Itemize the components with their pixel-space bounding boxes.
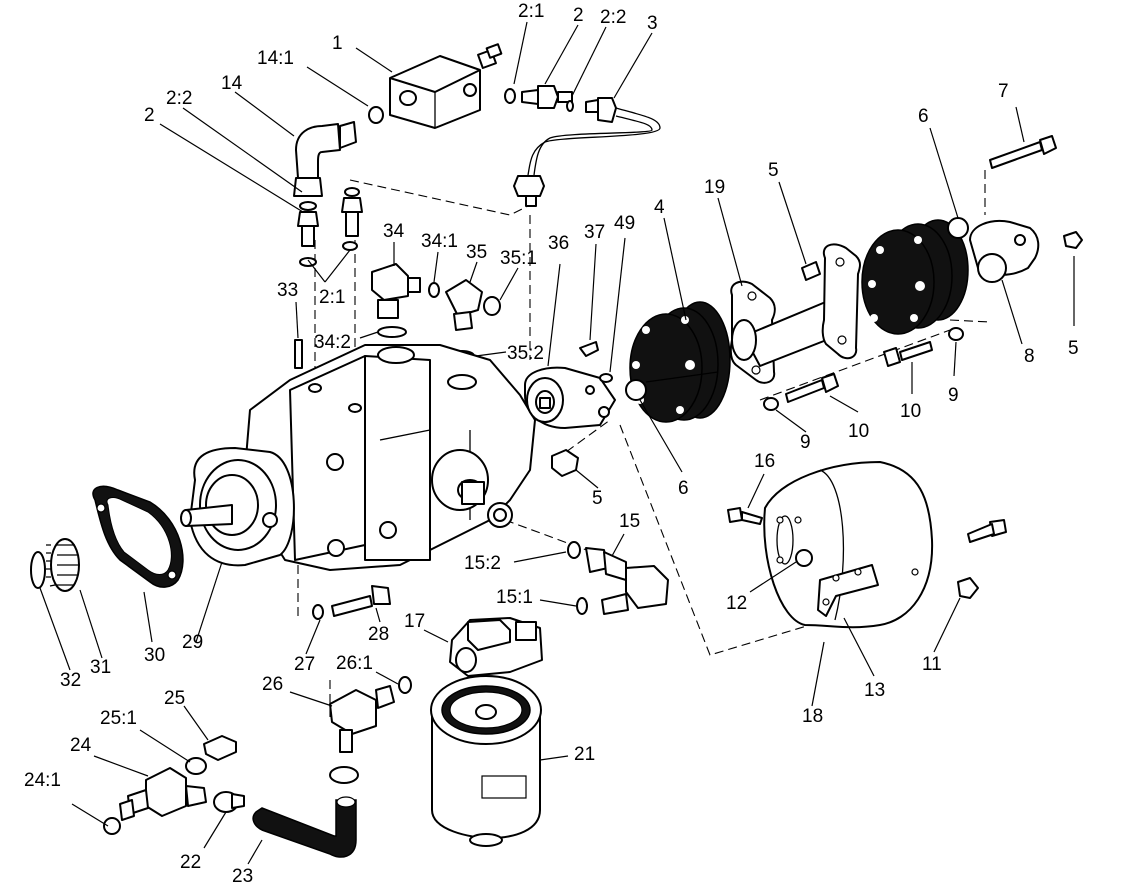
callout-6-top: 6 [918,106,929,127]
callout-1: 1 [332,33,343,54]
callout-24-1: 24:1 [24,770,61,791]
pump-body-29 [180,344,536,571]
callout-27: 27 [294,654,315,675]
bolt-7 [989,135,1057,169]
callout-22: 22 [180,852,201,873]
bolt-10-right [883,327,964,367]
valve-block-part-1 [368,43,503,129]
callout-24: 24 [70,735,92,756]
callout-5-mid: 5 [592,488,603,509]
callout-35-1: 35:1 [500,248,537,269]
callout-35: 35 [466,242,487,263]
callout-25-1: 25:1 [100,708,137,729]
callout-2-2-top: 2:2 [600,7,626,28]
callout-labels: 1 2:1 2 2:2 3 14:1 14 2:2 2 7 6 5 19 4 3… [24,1,1079,887]
callout-31: 31 [90,657,111,678]
callout-7: 7 [998,81,1009,102]
filter-head-17 [449,617,543,677]
callout-2-1-top: 2:1 [518,1,544,22]
callout-35-2: 35:2 [507,343,544,364]
callout-28: 28 [368,624,389,645]
callout-30: 30 [144,645,165,666]
callout-10-mid: 10 [848,421,869,442]
callout-11: 11 [922,654,942,675]
callout-15: 15 [619,511,640,532]
callout-25: 25 [164,688,185,709]
filter-21 [430,675,542,847]
tee-24 [103,735,237,835]
callout-49: 49 [614,213,635,234]
flex-disc-4 [625,301,731,423]
callout-26-1: 26:1 [336,653,373,674]
leader-lines [39,21,1075,865]
fitting-15 [567,541,669,615]
callout-18: 18 [802,706,823,727]
pipe-fittings-top [504,85,661,207]
bolt-10-mid [763,373,839,411]
callout-12: 12 [726,593,747,614]
pin-33 [294,339,303,369]
callout-36: 36 [548,233,569,254]
callout-34-1: 34:1 [421,231,458,252]
nut-5-mid [551,449,579,477]
callout-9-mid: 9 [800,432,811,453]
callout-2-2-left: 2:2 [166,88,192,109]
callout-2-1-mid: 2:1 [319,287,345,308]
callout-4: 4 [654,197,665,218]
callout-29: 29 [182,632,203,653]
setscrew-49 [599,373,613,383]
callout-13: 13 [864,680,885,701]
callout-33: 33 [277,280,298,301]
callout-14-1: 14:1 [257,48,294,69]
housing-8 [947,217,1083,283]
callout-5-right: 5 [1068,338,1079,359]
callout-15-2: 15:2 [464,553,501,574]
callout-3: 3 [647,13,658,34]
callout-21: 21 [574,744,595,765]
key-37 [579,341,599,357]
callout-14: 14 [221,73,243,94]
coupling-36 [524,366,616,429]
callout-26: 26 [262,674,283,695]
elbow-26 [329,676,412,784]
elbow-fitting-14 [293,121,363,267]
callout-34: 34 [383,221,405,242]
hose-23 [252,796,357,858]
callout-16: 16 [754,451,775,472]
callout-10-right: 10 [900,401,921,422]
cover-18 [727,461,1007,629]
callout-6-mid: 6 [678,478,689,499]
gear-31 [30,538,80,592]
shaft-bracket-19 [729,243,861,384]
callout-9-right: 9 [948,385,959,406]
callout-15-1: 15:1 [496,587,533,608]
bolt-28 [312,585,391,620]
elbows-34-35 [371,263,501,362]
flex-disc-right [861,219,969,335]
callout-37: 37 [584,222,605,243]
callout-34-2: 34:2 [314,332,351,353]
gasket-30 [92,485,184,588]
callout-5-top: 5 [768,160,779,181]
callout-32: 32 [60,670,81,691]
assembly-guide-lines [297,170,991,720]
clamp-22 [213,791,245,813]
callout-17: 17 [404,611,425,632]
callout-8: 8 [1024,346,1035,367]
callout-19: 19 [704,177,725,198]
callout-23: 23 [232,866,253,887]
callout-2-top: 2 [573,5,584,26]
callout-2-left: 2 [144,105,155,126]
